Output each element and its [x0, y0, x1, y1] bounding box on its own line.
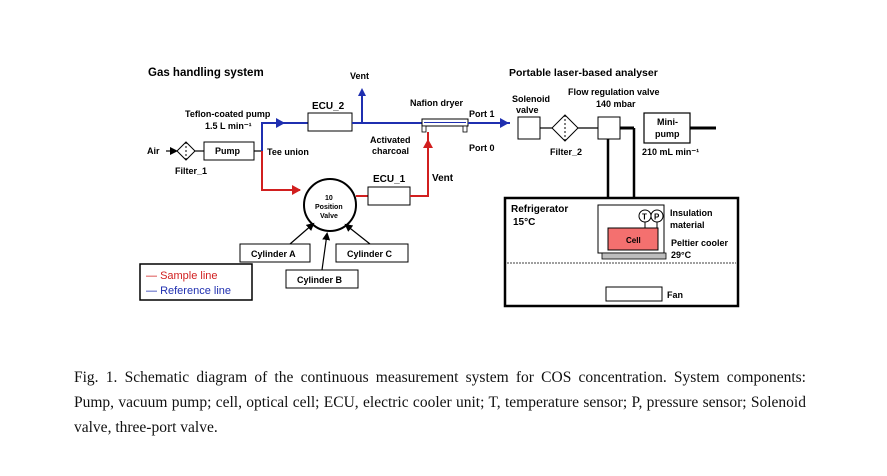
legend-sample: — Sample line	[146, 270, 218, 282]
peltier-cooler	[601, 252, 667, 260]
flow-regulation-label-1: Flow regulation valve	[568, 87, 660, 97]
cylinder-a-label: Cylinder A	[251, 249, 296, 259]
refrigerator-label: Refrigerator	[511, 204, 568, 215]
filter-1-label: Filter_1	[175, 166, 207, 176]
port-1-label: Port 1	[469, 109, 495, 119]
pump-label: Pump	[215, 146, 241, 156]
cylinder-a-box	[239, 243, 311, 263]
air-label: Air	[147, 146, 160, 156]
pressure-sensor-label: P	[654, 213, 660, 222]
mini-pump-label-2: pump	[655, 129, 680, 139]
ecu-2-label: ECU_2	[312, 101, 345, 112]
cylinder-b-label: Cylinder B	[297, 275, 343, 285]
ecu1-to-nafion-line	[410, 132, 429, 197]
cylinder-c-label: Cylinder C	[347, 249, 393, 259]
teflon-pump-label: Teflon-coated pump	[185, 109, 271, 119]
fan-box	[605, 286, 663, 302]
ecu-1-box	[367, 186, 411, 206]
gas-handling-title: Gas handling system	[148, 67, 264, 79]
nafion-dryer-label: Nafion dryer	[410, 98, 464, 108]
temperature-sensor-label: T	[642, 213, 647, 222]
mini-pump-flow: 210 mL min⁻¹	[642, 147, 699, 157]
flow-regulation-label-2: 140 mbar	[596, 99, 636, 109]
vent-mid-label: Vent	[432, 173, 454, 184]
vent-mid-arrow	[423, 139, 433, 148]
flow-regulation-valve	[597, 116, 621, 140]
vent-top-label: Vent	[350, 71, 369, 81]
activated-charcoal-label-2: charcoal	[372, 146, 409, 156]
optical-cell	[607, 227, 659, 251]
reference-line-upper	[261, 122, 308, 151]
valve-label-3: Valve	[320, 213, 338, 220]
solenoid-label-1: Solenoid	[512, 94, 550, 104]
peltier-label-2: 29°C	[671, 250, 692, 260]
solenoid-label-2: valve	[516, 105, 539, 115]
schematic-diagram: Gas handling system Portable laser-based…	[139, 67, 740, 308]
cylinder-c-box	[335, 243, 409, 263]
cell-label: Cell	[626, 236, 641, 245]
insulation-label-2: material	[670, 220, 705, 230]
tee-union-label: Tee union	[267, 147, 309, 157]
fan-label: Fan	[667, 290, 683, 300]
peltier-label-1: Peltier cooler	[671, 238, 729, 248]
filter-2-label: Filter_2	[550, 147, 582, 157]
ecu-1-label: ECU_1	[373, 174, 406, 185]
valve-label-2: Position	[315, 204, 343, 211]
reference-arrow-1	[276, 118, 285, 128]
activated-charcoal-label-1: Activated	[370, 135, 411, 145]
analyser-title: Portable laser-based analyser	[509, 67, 658, 79]
legend-reference: — Reference line	[146, 285, 231, 297]
legend-box	[139, 263, 253, 301]
ten-position-valve	[303, 178, 357, 232]
mini-pump-label-1: Mini-	[657, 117, 678, 127]
sample-line-lower	[261, 151, 300, 191]
figure-caption: Fig. 1. Schematic diagram of the continu…	[74, 369, 806, 436]
teflon-pump-flow: 1.5 L min⁻¹	[205, 121, 252, 131]
mini-pump-box	[643, 112, 691, 144]
valve-label-1: 10	[325, 195, 333, 202]
insulation-label-1: Insulation	[670, 208, 713, 218]
solenoid-valve-box	[517, 116, 541, 140]
ecu-2-box	[307, 112, 353, 132]
port-0-label: Port 0	[469, 143, 495, 153]
refrigerator-temp: 15°C	[513, 217, 535, 228]
